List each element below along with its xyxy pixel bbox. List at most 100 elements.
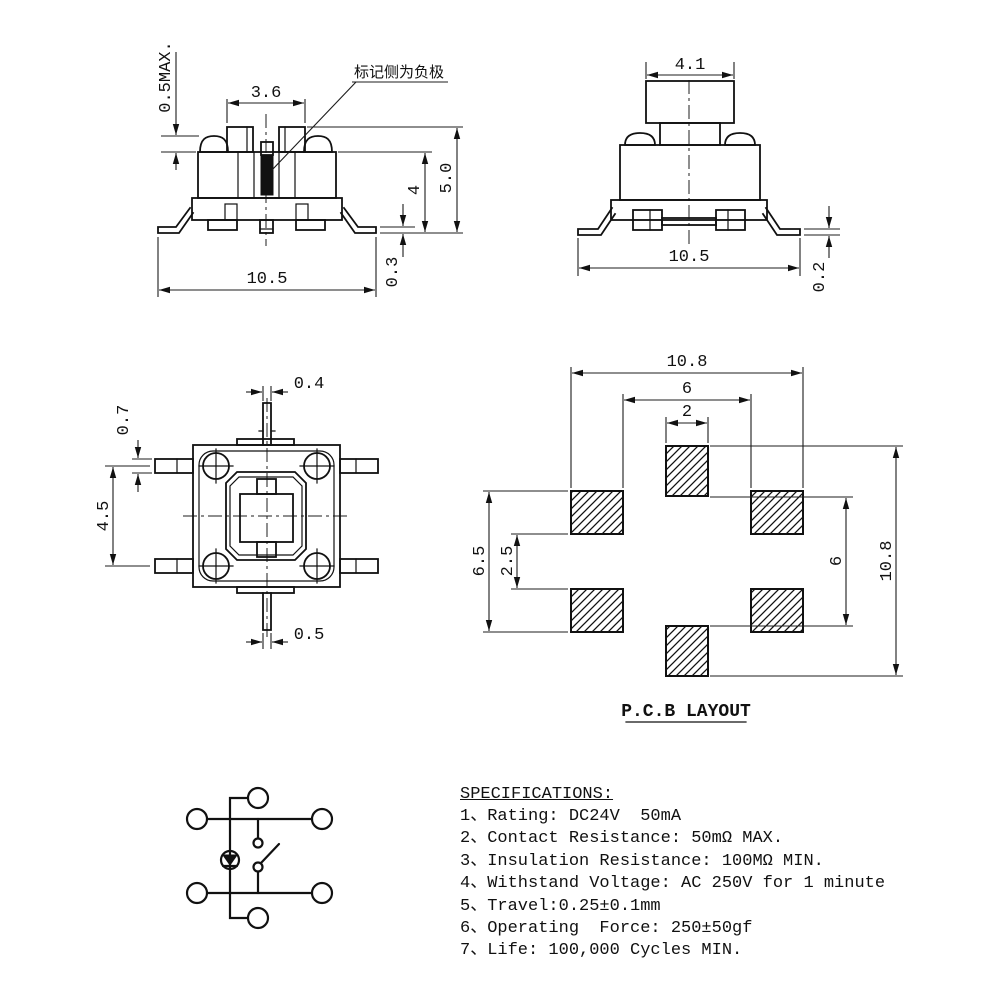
rivet-top-right-cross	[299, 448, 335, 484]
switch-arm	[259, 842, 281, 865]
led-triangle	[222, 854, 238, 866]
front-dim-width: 10.5	[247, 270, 288, 289]
top-stem-lower	[262, 592, 272, 631]
front-base-notch-left	[224, 203, 238, 221]
front-body-details	[237, 151, 296, 199]
side-dim02-ext	[804, 228, 840, 236]
front-dim-body-height: 4	[406, 185, 425, 195]
front-dim105-ext	[157, 237, 377, 297]
front-bottom-stem	[259, 219, 274, 234]
pcb-dim-center-pad-gap: 6	[828, 556, 847, 566]
terminal-top-right	[310, 807, 334, 831]
side-button	[645, 80, 735, 124]
top-stem-section-upper	[256, 478, 277, 495]
terminal-bottom-center	[246, 906, 270, 930]
pcb-pad-bottom-center	[665, 625, 709, 677]
top-frame-inner	[229, 476, 303, 556]
front-dome-left	[199, 135, 229, 153]
pcb-dim108t-ext	[570, 367, 804, 488]
top-stem-upper	[262, 402, 272, 446]
front-dim36-ext	[226, 99, 306, 123]
rivet-top-left-cross	[198, 448, 234, 484]
rivet-bottom-right-cross	[299, 548, 335, 584]
spec-item-contact-resistance: 2、Contact Resistance: 50mΩ MAX.	[460, 829, 784, 849]
side-dim41-ext	[645, 62, 735, 79]
spec-item-operating-force: 6、Operating Force: 250±50gf	[460, 919, 753, 939]
pcb-dim2-ext	[665, 417, 709, 443]
front-tab-right	[295, 219, 326, 231]
side-view: 4.1 10.5 0.2	[577, 56, 840, 292]
pcb-dim6t-ext	[622, 394, 752, 488]
top-dim-top-stem: 0.4	[294, 375, 325, 394]
pcb-dim-side-pad-span: 6.5	[471, 546, 490, 577]
switch-contact-upper	[252, 837, 264, 849]
side-foot-right-detail	[715, 209, 746, 231]
top-dim-bottom-stem: 0.5	[294, 626, 325, 645]
top-stem-section-lower	[256, 541, 277, 558]
lead-right-lower	[339, 558, 379, 574]
pcb-dim-pad-inner-span: 6	[682, 380, 692, 399]
side-collar	[659, 122, 721, 146]
specifications-heading: SPECIFICATIONS:	[460, 785, 614, 804]
side-dim105-ext	[577, 238, 801, 276]
front-dim-lead-thickness: 0.3	[384, 257, 403, 288]
top-body-inner	[198, 450, 335, 582]
front-lead-left	[157, 206, 195, 234]
front-view: 3.6 0.5MAX. 4 5.0 0.3 10.5 标记侧为负极	[157, 41, 463, 297]
spec-item-life: 7、Life: 100,000 Cycles MIN.	[460, 941, 743, 961]
pcb-pad-upper-right	[750, 490, 804, 535]
pcb-pad-upper-left	[570, 490, 624, 535]
terminal-bottom-right	[310, 881, 334, 905]
pcb-dim-outer-height: 10.8	[878, 541, 897, 582]
top-dim07-ext	[132, 458, 152, 474]
front-base	[191, 197, 343, 221]
top-dim-lead-thickness: 0.7	[115, 405, 134, 436]
pcb-layout: 10.8 6 2 6.5 2.5 6 10.8 P.C.B LAYOUT	[471, 353, 903, 723]
pcb-pad-lower-left	[570, 588, 624, 633]
front-plunger	[260, 141, 274, 156]
terminal-bottom-left	[185, 881, 209, 905]
pcb-dim25-ext	[511, 533, 568, 590]
top-dim04-ext	[262, 386, 272, 401]
front-dim50-ext	[307, 126, 463, 234]
terminal-top-center	[246, 786, 270, 810]
front-dim-stem-span: 3.6	[251, 84, 282, 103]
terminal-top-left	[185, 807, 209, 831]
side-dim-width: 10.5	[669, 248, 710, 267]
pcb-dim65-ext	[483, 490, 568, 633]
pcb-dim-side-pad-gap: 2.5	[499, 546, 518, 577]
specifications-block: SPECIFICATIONS: 1、Rating: DC24V 50mA 2、C…	[460, 785, 885, 963]
front-dim-mark-height: 0.5MAX.	[157, 41, 176, 112]
pcb-dim-outer-width: 10.8	[667, 353, 708, 372]
pcb-dim108r-ext	[710, 445, 903, 677]
front-dim-total-height: 5.0	[438, 163, 457, 194]
spec-item-withstand-voltage: 4、Withstand Voltage: AC 250V for 1 minut…	[460, 874, 886, 894]
top-flange-lower	[236, 586, 295, 594]
led-circle	[219, 849, 241, 871]
pcb-dim6r-ext	[710, 496, 853, 627]
spec-item-insulation-resistance: 3、Insulation Resistance: 100MΩ MIN.	[460, 851, 824, 871]
front-stem-left	[226, 126, 254, 153]
lead-right-upper	[339, 458, 379, 474]
pcb-dim-center-pad-width: 2	[682, 403, 692, 422]
lead-left-upper	[154, 458, 194, 474]
pcb-pad-top-center	[665, 445, 709, 497]
front-base-notch-right	[295, 203, 309, 221]
top-view: 0.4 0.7 4.5 0.5	[95, 375, 379, 649]
pcb-pad-lower-right	[750, 588, 804, 633]
led-symbol	[219, 849, 241, 871]
front-dim05-ext	[161, 135, 199, 153]
side-body	[619, 144, 761, 201]
spec-item-rating: 1、Rating: DC24V 50mA	[460, 807, 682, 826]
side-dome-left	[624, 132, 656, 146]
circuit-diagram	[185, 786, 334, 930]
top-dim45-ext	[105, 465, 150, 567]
spec-item-travel: 5、Travel:0.25±0.1mm	[460, 896, 661, 916]
side-dome-right	[724, 132, 756, 146]
top-frame-outer	[225, 471, 307, 561]
side-cross-bar	[661, 217, 717, 226]
top-dim05b-ext	[262, 633, 272, 649]
side-lead-left	[577, 206, 617, 236]
